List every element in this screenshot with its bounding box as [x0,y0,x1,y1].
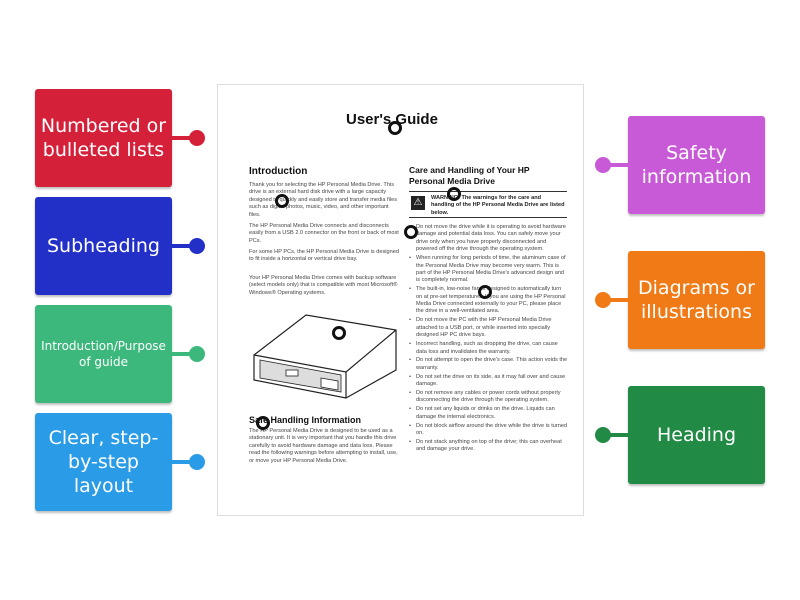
connector-dot[interactable] [595,292,611,308]
hotspot-target[interactable] [332,326,346,340]
label-safety[interactable]: Safety information [628,116,765,214]
safe-para: The HP Personal Media Drive is designed … [249,428,398,464]
connector-dot[interactable] [189,238,205,254]
hotspot-target[interactable] [447,187,461,201]
hotspot-target[interactable] [275,194,289,208]
label-diagrams[interactable]: Diagrams or illustrations [628,251,765,349]
list-item: Do not move the PC with the HP Personal … [408,317,568,339]
list-item: Do not attempt to open the drive's case.… [408,357,568,372]
intro-para: The HP Personal Media Drive connects and… [249,223,399,244]
safe-heading: Safe Handling Information [249,415,362,425]
connector [603,163,628,167]
intro-para: Thank you for selecting the HP Personal … [249,182,398,218]
warning-icon: ⚠ [411,196,425,210]
hotspot-target[interactable] [404,225,418,239]
connector [603,298,628,302]
connector-dot[interactable] [595,427,611,443]
intro-heading: Introduction [249,166,308,177]
label-heading[interactable]: Heading [628,386,765,484]
connector-dot[interactable] [189,130,205,146]
connector-dot[interactable] [189,454,205,470]
connector [171,460,197,464]
list-item: When running for long periods of time, t… [408,255,568,285]
label-step-by-step[interactable]: Clear, step-by-step layout [35,413,172,511]
connector-dot[interactable] [189,346,205,362]
intro-para: Your HP Personal Media Drive comes with … [249,275,398,296]
label-subheading[interactable]: Subheading [35,197,172,295]
list-item: Do not move the drive while it is operat… [408,224,568,254]
list-item: Do not set the drive on its side, as it … [408,374,568,389]
connector-dot[interactable] [595,157,611,173]
connector [171,352,197,356]
connector [171,136,197,140]
care-heading: Care and Handling of Your HP Personal Me… [409,165,530,186]
list-item: Do not stack anything on top of the driv… [408,439,568,454]
list-item: Do not set any liquids or drinks on the … [408,406,568,421]
label-introduction[interactable]: Introduction/Purpose of guide [35,305,172,403]
connector [171,244,197,248]
list-item: Do not remove any cables or power cords … [408,390,568,405]
list-item: Incorrect handling, such as dropping the… [408,341,568,356]
warning-text: WARNING: The warnings for the care and h… [431,195,565,216]
doc-title: User's Guide [346,111,438,128]
list-item: Do not block airflow around the drive wh… [408,423,568,438]
warning-box: ⚠ WARNING: The warnings for the care and… [409,191,567,218]
hotspot-target[interactable] [256,416,270,430]
connector [603,433,628,437]
user-guide-document: User's Guide Introduction Thank you for … [217,84,584,516]
label-numbered-lists[interactable]: Numbered or bulleted lists [35,89,172,187]
drive-illustration [253,314,397,399]
care-bullets: Do not move the drive while it is operat… [408,224,568,455]
hotspot-target[interactable] [478,285,492,299]
intro-para: For some HP PCs, the HP Personal Media D… [249,249,399,263]
hotspot-target[interactable] [388,121,402,135]
